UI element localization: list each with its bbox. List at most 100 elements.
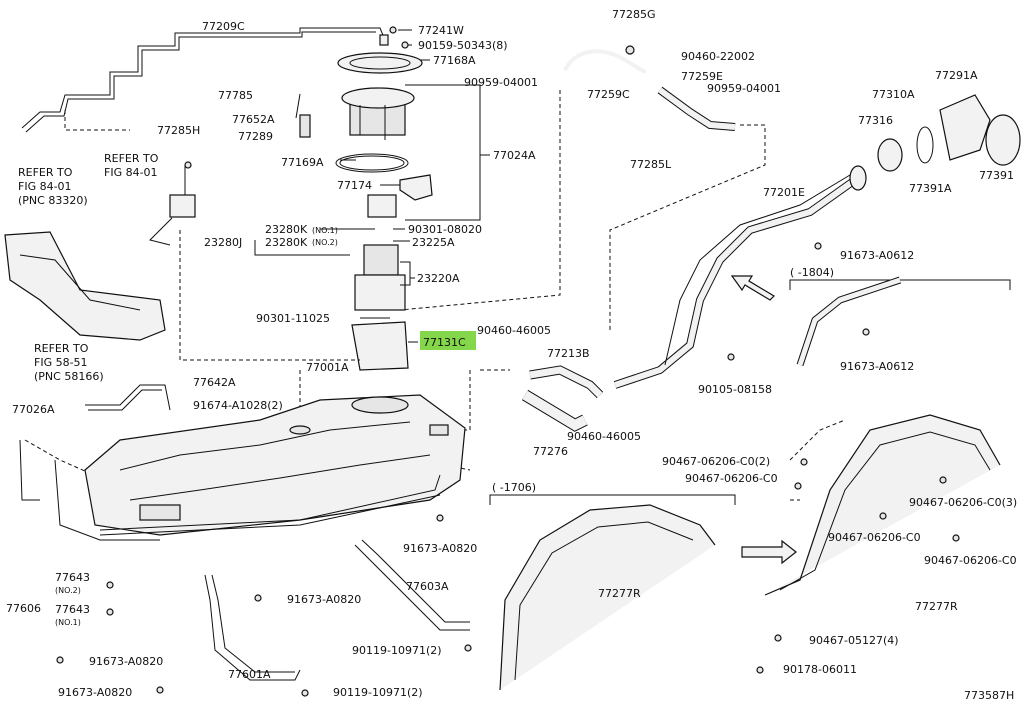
label-77259E: 77259E bbox=[681, 70, 723, 83]
label-90460-46005-b: 90460-46005 bbox=[567, 430, 641, 443]
heat-shield-left bbox=[4, 231, 166, 341]
ref-note-3a: REFER TO bbox=[34, 342, 89, 355]
fuel-tank-77001A bbox=[84, 394, 466, 536]
label-77026A: 77026A bbox=[12, 403, 55, 416]
label-23280K-1: 23280K bbox=[265, 223, 308, 236]
label-90159-50343: 90159-50343(8) bbox=[418, 39, 508, 52]
label-90467-06206-C0-a: 90467-06206-C0 bbox=[685, 472, 778, 485]
hose-77213B bbox=[529, 365, 604, 399]
ref-note-3b: FIG 58-51 bbox=[34, 356, 88, 369]
diagram-id: 773587H bbox=[964, 689, 1014, 702]
bracket-77642A bbox=[85, 384, 171, 411]
label-77642A: 77642A bbox=[193, 376, 236, 389]
ref-note-1a: REFER TO bbox=[104, 152, 159, 165]
label-90959-04001-a: 90959-04001 bbox=[464, 76, 538, 89]
label-77209C: 77209C bbox=[202, 20, 245, 33]
label-77310A: 77310A bbox=[872, 88, 915, 101]
label-77169A: 77169A bbox=[281, 156, 324, 169]
hose-77259C bbox=[563, 49, 647, 74]
label-90460-46005-a: 90460-46005 bbox=[477, 324, 551, 337]
label-77391: 77391 bbox=[979, 169, 1014, 182]
note-upto-1706: ( -1706) bbox=[492, 481, 536, 494]
label-90460-22002: 90460-22002 bbox=[681, 50, 755, 63]
label-91673-A0820-a: 91673-A0820 bbox=[403, 542, 477, 555]
label-23220A: 23220A bbox=[417, 272, 460, 285]
fender-liner-right bbox=[764, 414, 1001, 596]
label-77213B: 77213B bbox=[547, 347, 590, 360]
note-no2-b: (NO.2) bbox=[55, 586, 81, 595]
ref-note-2c: (PNC 83320) bbox=[18, 194, 88, 207]
filler-cap-parts bbox=[877, 94, 1021, 172]
label-77259C: 77259C bbox=[587, 88, 630, 101]
note-no2-a: (NO.2) bbox=[312, 238, 338, 247]
label-77652A: 77652A bbox=[232, 113, 275, 126]
label-77276: 77276 bbox=[533, 445, 568, 458]
label-90467-06206-C0-2: 90467-06206-C0(2) bbox=[662, 455, 770, 468]
direction-arrows bbox=[730, 275, 797, 565]
note-no1-b: (NO.1) bbox=[55, 618, 81, 627]
label-77391A: 77391A bbox=[909, 182, 952, 195]
label-90301-11025: 90301-11025 bbox=[256, 312, 330, 325]
label-77285H: 77285H bbox=[157, 124, 200, 137]
fuel-sender-left bbox=[149, 165, 196, 246]
label-91673-A0820-d: 91673-A0820 bbox=[58, 686, 132, 699]
label-90178-06011: 90178-06011 bbox=[783, 663, 857, 676]
label-77174: 77174 bbox=[337, 179, 372, 192]
tank-straps bbox=[19, 439, 470, 681]
ref-note-2a: REFER TO bbox=[18, 166, 73, 179]
label-77241W: 77241W bbox=[418, 24, 464, 37]
label-77201E: 77201E bbox=[763, 186, 805, 199]
fuel-pump-assembly bbox=[295, 52, 433, 371]
ref-note-3c: (PNC 58166) bbox=[34, 370, 104, 383]
label-91673-A0820-b: 91673-A0820 bbox=[89, 655, 163, 668]
label-90119-10971-b: 90119-10971(2) bbox=[333, 686, 423, 699]
label-77168A: 77168A bbox=[433, 54, 476, 67]
label-90301-08020: 90301-08020 bbox=[408, 223, 482, 236]
label-77316: 77316 bbox=[858, 114, 893, 127]
label-77291A: 77291A bbox=[935, 69, 978, 82]
label-77643-a: 77643 bbox=[55, 571, 90, 584]
label-90467-05127: 90467-05127(4) bbox=[809, 634, 899, 647]
filler-pipe-77201E bbox=[613, 165, 867, 389]
label-77601A: 77601A bbox=[228, 668, 271, 681]
label-90959-04001-b: 90959-04001 bbox=[707, 82, 781, 95]
highlight-77131C bbox=[420, 331, 476, 350]
label-23280K-2: 23280K bbox=[265, 236, 308, 249]
label-77603A: 77603A bbox=[406, 580, 449, 593]
ref-note-2b: FIG 84-01 bbox=[18, 180, 72, 193]
label-77024A: 77024A bbox=[493, 149, 536, 162]
label-77643-b: 77643 bbox=[55, 603, 90, 616]
label-77277R-b: 77277R bbox=[915, 600, 958, 613]
inset-1804 bbox=[789, 276, 1011, 367]
ref-note-1b: FIG 84-01 bbox=[104, 166, 158, 179]
label-23280J: 23280J bbox=[204, 236, 242, 249]
hose-77259E bbox=[657, 86, 736, 131]
label-91674-A1028: 91674-A1028(2) bbox=[193, 399, 283, 412]
label-91673-A0612-a: 91673-A0612 bbox=[840, 249, 914, 262]
reference-notes: REFER TO FIG 84-01 REFER TO FIG 84-01 (P… bbox=[18, 152, 834, 627]
label-77285G: 77285G bbox=[612, 8, 656, 21]
label-91673-A0820-c: 91673-A0820 bbox=[287, 593, 361, 606]
part-labels: 77209C 77241W 90159-50343(8) 77168A 7778… bbox=[6, 8, 1017, 702]
fasteners bbox=[56, 26, 960, 697]
label-90467-06206-C0-b: 90467-06206-C0 bbox=[828, 531, 921, 544]
label-77785: 77785 bbox=[218, 89, 253, 102]
note-upto-1804: ( -1804) bbox=[790, 266, 834, 279]
label-91673-A0612-b: 91673-A0612 bbox=[840, 360, 914, 373]
label-77285L: 77285L bbox=[630, 158, 672, 171]
label-77131C: 77131C bbox=[423, 336, 466, 349]
note-no1-a: (NO.1) bbox=[312, 226, 338, 235]
label-90467-06206-C0-c: 90467-06206-C0 bbox=[924, 554, 1017, 567]
breather-tube-77209C bbox=[21, 27, 389, 133]
label-90467-06206-C0-3: 90467-06206-C0(3) bbox=[909, 496, 1017, 509]
label-23225A: 23225A bbox=[412, 236, 455, 249]
label-77289: 77289 bbox=[238, 130, 273, 143]
hose-77276 bbox=[521, 389, 588, 432]
label-77606: 77606 bbox=[6, 602, 41, 615]
label-77001A: 77001A bbox=[306, 361, 349, 374]
label-90119-10971-a: 90119-10971(2) bbox=[352, 644, 442, 657]
label-77277R-a: 77277R bbox=[598, 587, 641, 600]
label-90105-08158: 90105-08158 bbox=[698, 383, 772, 396]
